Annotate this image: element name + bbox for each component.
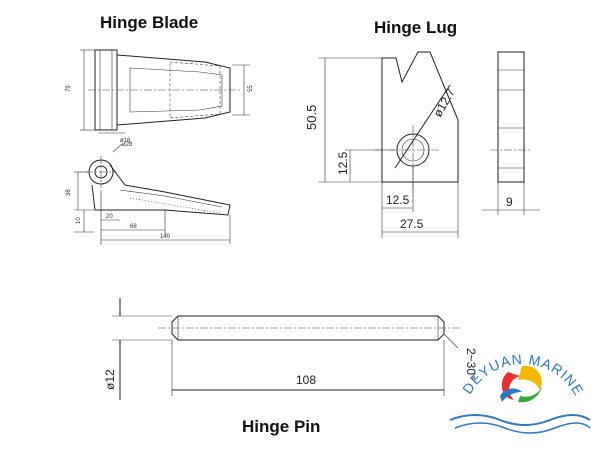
blade-dim-10: 10	[76, 217, 82, 224]
hinge-blade-title: Hinge Blade	[100, 13, 198, 32]
blade-dim-140: 140	[160, 234, 171, 240]
blade-dim-20: 20	[106, 214, 113, 220]
hinge-lug-drawing: Hinge Lug ø12.7 50.5 12.5 12.5	[304, 18, 540, 238]
lug-height: 50.5	[304, 105, 319, 130]
blade-boss-dia: ø28	[122, 142, 133, 148]
hinge-lug-side-view: 9	[482, 51, 540, 215]
blade-height-right: 55	[248, 85, 254, 92]
hinge-blade-drawing: Hinge Blade 79 55 ø16	[66, 13, 254, 245]
blade-hole-dia: ø16	[120, 138, 131, 144]
blade-dim-38: 38	[66, 189, 72, 196]
hinge-pin-title: Hinge Pin	[242, 417, 320, 436]
lug-hole-height: 12.5	[336, 151, 350, 175]
hinge-lug-front-view: ø12.7 50.5 12.5 12.5 27.5	[304, 51, 459, 238]
hinge-blade-top-view: 79 55 ø16	[66, 49, 254, 144]
blade-height-left: 79	[66, 85, 72, 92]
hinge-pin-drawing: ø12 108 2~30° Hinge Pin	[103, 298, 478, 436]
lug-hole-dia: ø12.7	[430, 86, 458, 120]
pin-chamfer: 2~30°	[464, 348, 478, 380]
lug-hole-offset: 12.5	[386, 193, 410, 207]
lug-thickness: 9	[506, 195, 513, 209]
lug-width: 27.5	[400, 217, 424, 231]
pin-diameter: ø12	[103, 369, 117, 390]
hinge-blade-side-view: ø28 38 10 20 68 140	[66, 142, 231, 245]
hinge-lug-title: Hinge Lug	[374, 18, 457, 37]
pin-length: 108	[296, 373, 316, 387]
blade-dim-68: 68	[130, 224, 137, 230]
